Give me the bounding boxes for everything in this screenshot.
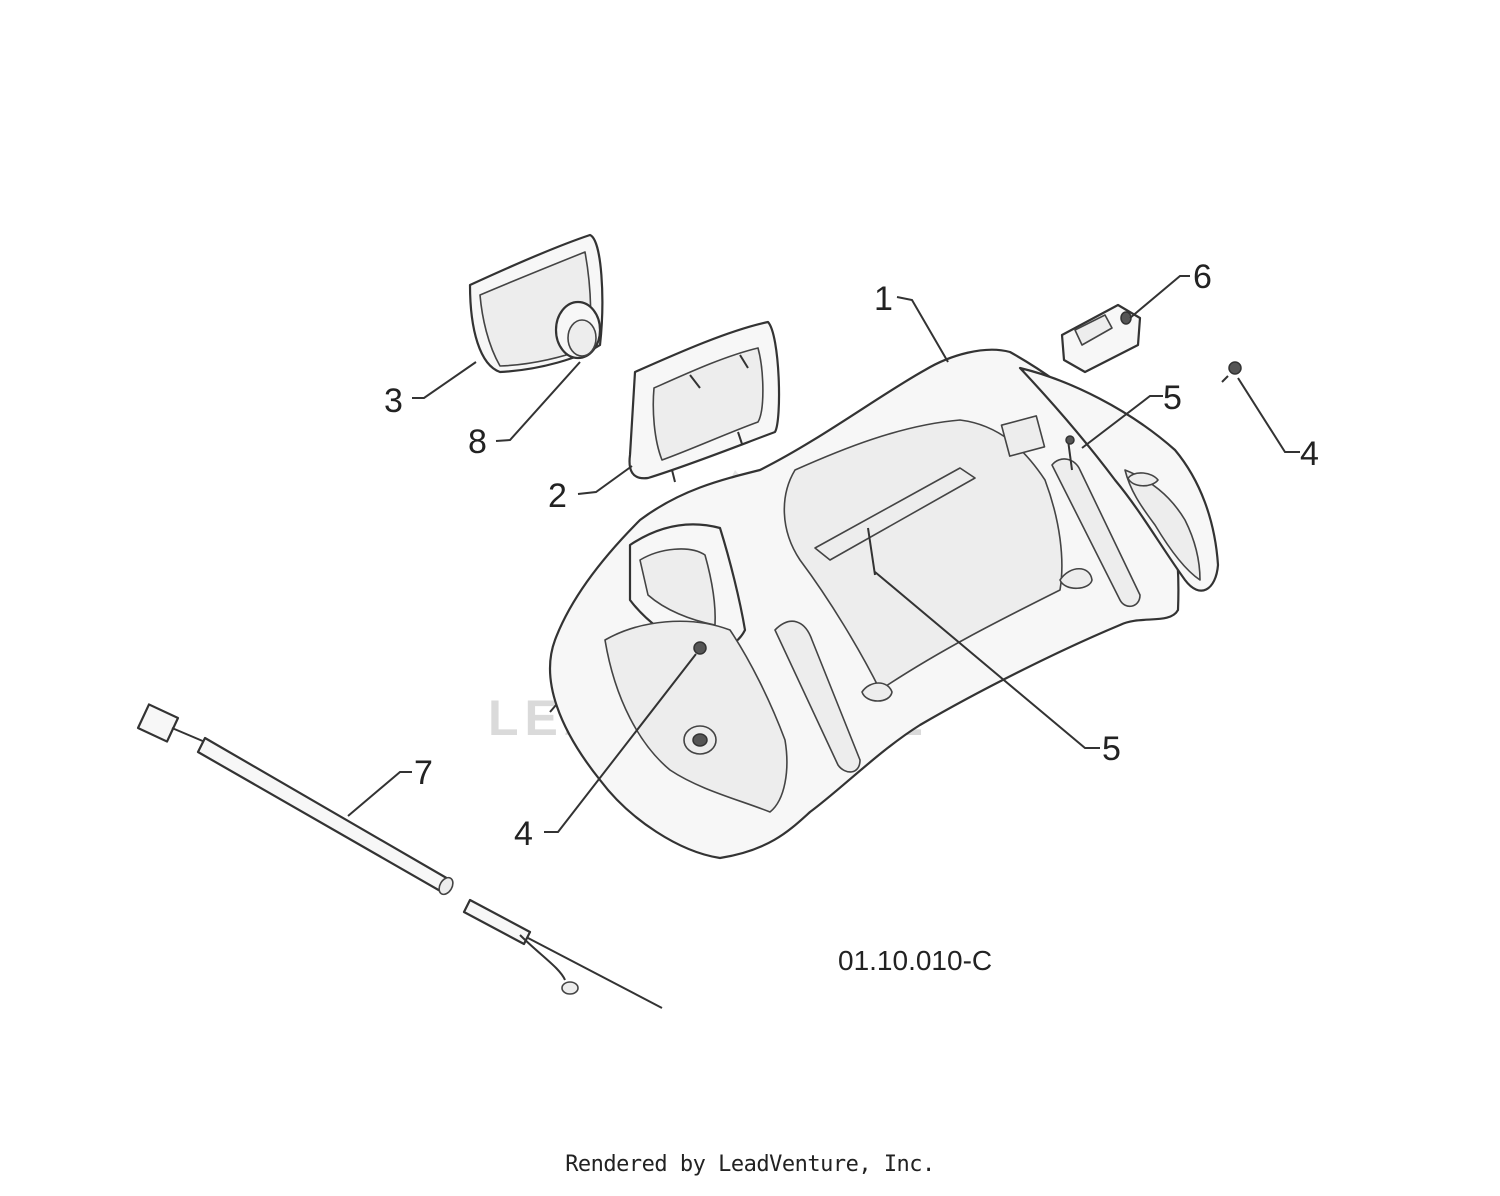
footer-credit: Rendered by LeadVenture, Inc. (565, 1152, 935, 1177)
callout-2: 2 (548, 477, 567, 515)
part-6-switch (1060, 303, 1142, 374)
part-5-clip-upper (1065, 435, 1075, 471)
part-4-screw-right (1221, 361, 1242, 383)
part-1-dash-panel (548, 348, 1220, 860)
callout-5-upper: 5 (1163, 379, 1182, 417)
part-2-light-bezel (628, 320, 781, 483)
part-4-screw-left (693, 641, 707, 655)
part-5-clip-lower (867, 527, 876, 576)
callout-1: 1 (874, 280, 893, 318)
callout-8: 8 (468, 423, 487, 461)
leader-lines (347, 275, 1300, 833)
callout-7: 7 (414, 754, 433, 792)
part-7-wiring-harness (136, 703, 663, 1009)
figure-code: 01.10.010-C (838, 945, 992, 976)
callout-5-lower: 5 (1102, 730, 1121, 768)
callout-labels: 1 2 3 4 4 5 5 6 7 8 (384, 258, 1319, 853)
callout-4-right: 4 (1300, 435, 1319, 473)
callout-4-left: 4 (514, 815, 533, 853)
callout-6: 6 (1193, 258, 1212, 296)
part-3-headlight (468, 233, 604, 374)
callout-3: 3 (384, 382, 403, 420)
